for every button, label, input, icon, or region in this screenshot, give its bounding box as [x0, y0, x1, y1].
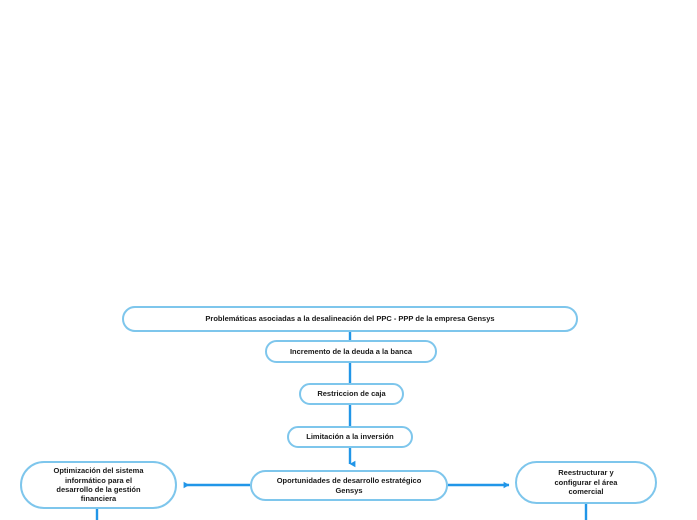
node-label: Oportunidades de desarrollo estratégico …: [276, 476, 422, 495]
node-reestructurar-area-comercial[interactable]: Reestructurar y configurar el área comer…: [515, 461, 657, 504]
node-label: Incremento de la deuda a la banca: [289, 346, 413, 356]
node-label: Reestructurar y configurar el área comer…: [554, 468, 618, 497]
node-restriccion-caja[interactable]: Restriccion de caja: [299, 383, 404, 405]
node-oportunidades-desarrollo-estrategico[interactable]: Oportunidades de desarrollo estratégico …: [250, 470, 448, 501]
node-limitacion-inversion[interactable]: Limitación a la inversión: [287, 426, 413, 448]
node-label: Optimización del sistema informático par…: [53, 466, 144, 504]
node-optimizacion-sistema-informatico[interactable]: Optimización del sistema informático par…: [20, 461, 177, 509]
node-incremento-deuda-banca[interactable]: Incremento de la deuda a la banca: [265, 340, 437, 363]
node-problematicas-root[interactable]: Problemáticas asociadas a la desalineaci…: [122, 306, 578, 332]
node-label: Restriccion de caja: [317, 389, 386, 399]
node-label: Problemáticas asociadas a la desalineaci…: [205, 314, 495, 324]
node-label: Limitación a la inversión: [306, 432, 394, 442]
